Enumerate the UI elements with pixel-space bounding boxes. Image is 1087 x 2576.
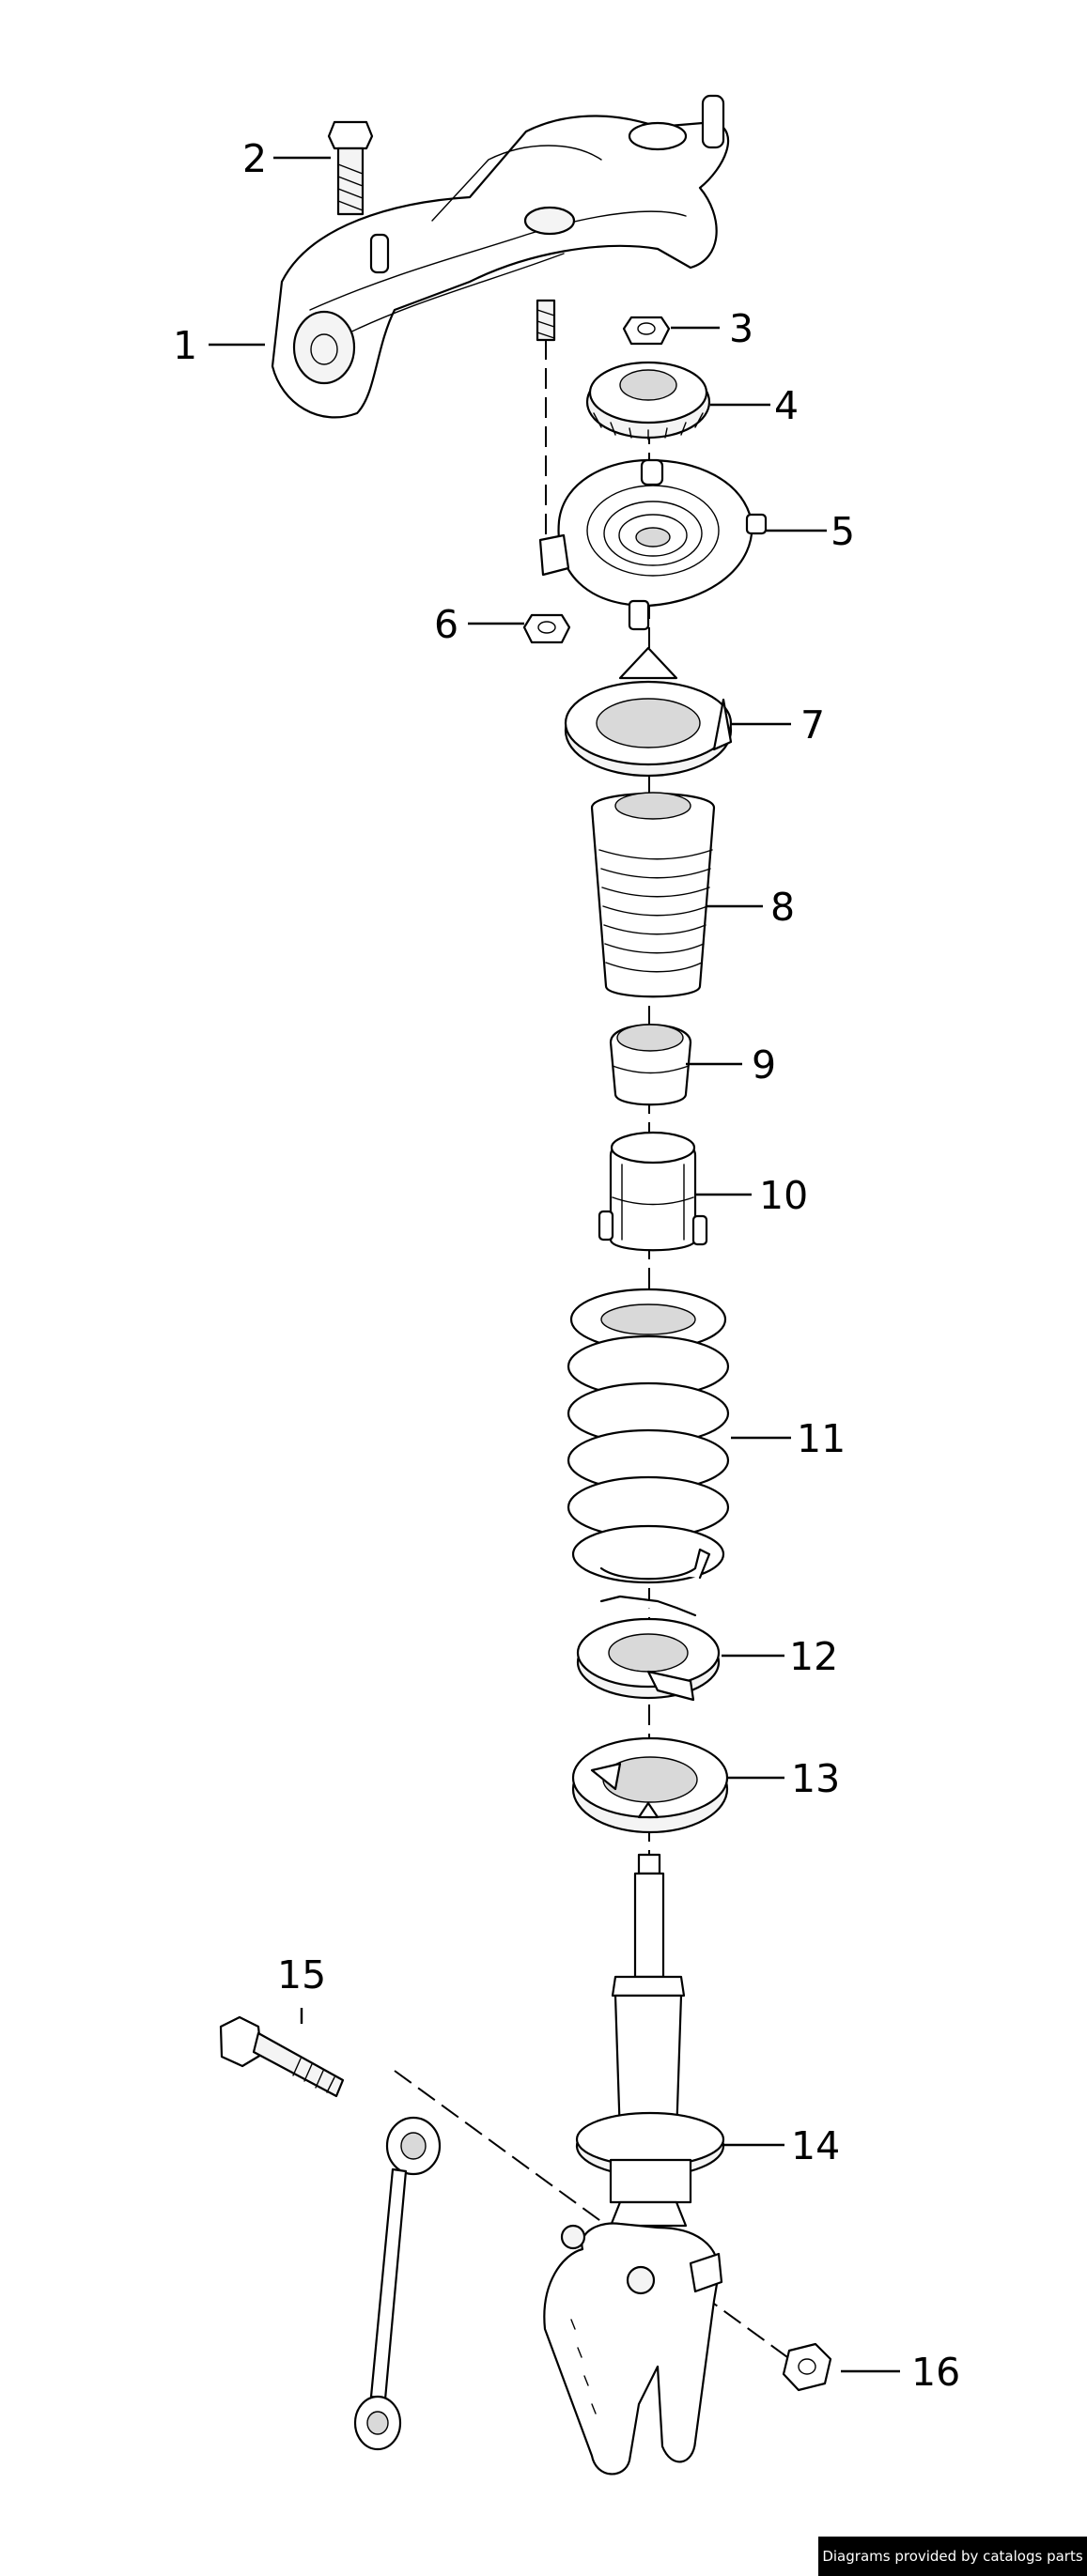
part-1-upper-control-arm — [272, 96, 728, 417]
credit-banner: Diagrams provided by catalogs parts — [818, 2537, 1087, 2576]
part-3-nut — [624, 317, 669, 344]
callout-14: 14 — [791, 2123, 840, 2168]
callout-16: 16 — [911, 2350, 960, 2395]
assembly-axis — [395, 310, 794, 2362]
part-15-bolt — [221, 2017, 343, 2096]
part-4-bearing — [587, 362, 709, 440]
callout-13: 13 — [791, 1756, 840, 1801]
part-6-nut — [524, 615, 569, 642]
callout-9: 9 — [752, 1042, 776, 1087]
part-8-dust-boot — [592, 793, 714, 996]
callout-3: 3 — [729, 306, 753, 351]
credit-text: Diagrams provided by catalogs parts — [822, 2548, 1083, 2565]
callout-15: 15 — [277, 1952, 326, 1998]
stabilizer-link — [355, 2118, 440, 2449]
callout-7: 7 — [800, 702, 825, 748]
part-11-coil-spring — [568, 1289, 728, 1582]
callout-leaders — [209, 158, 900, 2371]
callout-labels: 1 2 3 4 5 6 7 8 9 10 11 12 13 14 15 16 — [173, 136, 960, 2395]
callout-1: 1 — [173, 323, 197, 368]
callout-12: 12 — [789, 1634, 838, 1679]
callout-10: 10 — [759, 1173, 808, 1218]
part-10-sleeve — [599, 1133, 707, 1250]
part-1-stud — [537, 301, 554, 340]
part-12-lower-seat — [578, 1597, 719, 1700]
callout-6: 6 — [434, 602, 458, 647]
callout-5: 5 — [831, 509, 855, 554]
part-2-bolt — [329, 122, 372, 214]
callout-2: 2 — [242, 136, 267, 181]
part-16-nut — [784, 2344, 831, 2390]
part-7-spring-seat — [566, 648, 731, 776]
callout-8: 8 — [770, 885, 795, 930]
part-9-bump-stop — [611, 1025, 691, 1104]
part-13-spring-pad — [573, 1738, 727, 1832]
part-14-shock-absorber — [544, 1855, 723, 2474]
callout-11: 11 — [797, 1416, 846, 1461]
part-5-top-mount — [540, 460, 766, 629]
callout-4: 4 — [774, 383, 799, 428]
